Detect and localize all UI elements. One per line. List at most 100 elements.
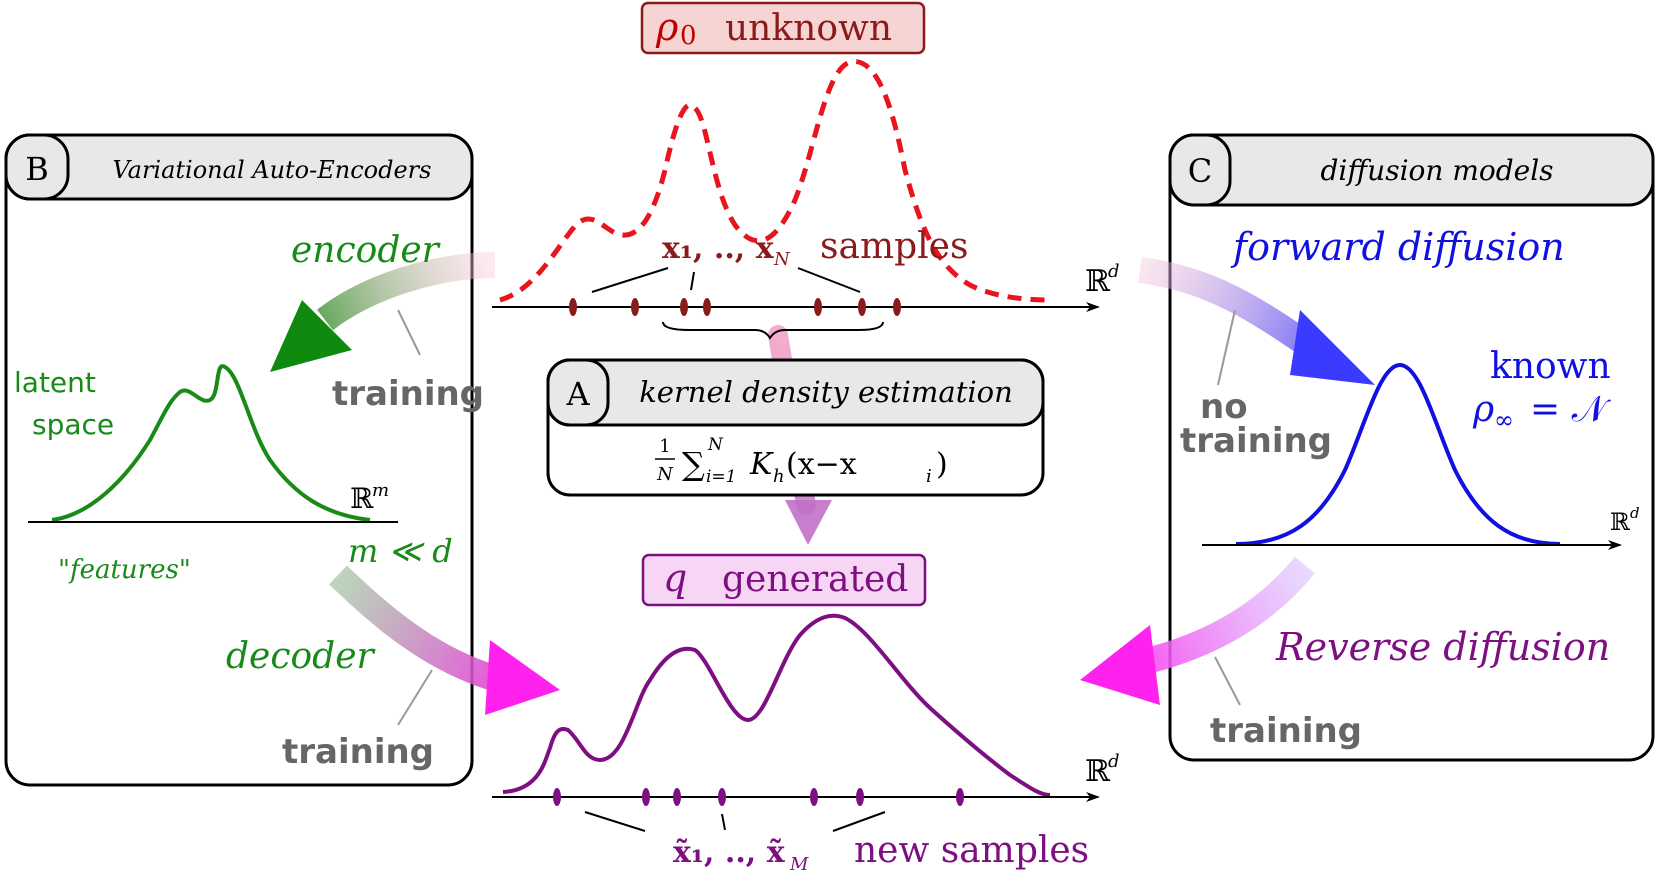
latent-axis-label: ℝ [350, 482, 374, 515]
reverse-training-pointer [1214, 656, 1241, 706]
panel-c: C diffusion models [1168, 133, 1655, 762]
formula-args-sub: i [926, 466, 932, 487]
panel-c-badge: C [1188, 152, 1212, 190]
gaussian-curve [1235, 362, 1561, 546]
q-label: q generated [641, 553, 927, 607]
panel-c-title: diffusion models [1320, 154, 1553, 187]
samples-label: x₁, .., x N samples [662, 226, 968, 270]
sample-tick [858, 298, 866, 316]
panel-b-title: Variational Auto-Encoders [113, 156, 432, 184]
gaussian-axis-label: ℝ [1610, 508, 1631, 536]
gaussian-axis-sup: d [1630, 504, 1640, 522]
q-symbol: q [663, 556, 687, 600]
samples-sub: N [773, 249, 791, 270]
panel-b: B Variational Auto-Encoders [4, 133, 474, 787]
forward-arrow-head [1290, 310, 1375, 385]
formula-frac-den: N [656, 464, 674, 485]
decoder-training-pointer [397, 669, 433, 726]
decoder-arrow-head [485, 640, 560, 715]
formula-args: (x−x [786, 447, 857, 482]
new-samples-label: x̃₁, .., x̃ M new samples [673, 830, 1089, 875]
new-samples-pointer-left [584, 811, 646, 832]
q-word: generated [722, 559, 908, 600]
encoder-arrow-head [270, 300, 352, 372]
rho0-word: unknown [725, 8, 892, 49]
new-sample-tick [810, 788, 818, 806]
decoder-arrow-shaft [329, 565, 504, 693]
samples-pointer-right [797, 267, 861, 293]
latent-line1: latent [14, 366, 96, 399]
samples-brace [662, 321, 884, 340]
formula-sum: ∑ [682, 445, 705, 483]
rho0-label: ρ 0 unknown [640, 1, 926, 55]
top-axis-sup: d [1108, 261, 1120, 282]
features-label: "features" [58, 555, 191, 585]
q-label-box [641, 553, 927, 607]
rho0-sub: 0 [680, 21, 697, 51]
reverse-arrow-shaft [1127, 556, 1316, 678]
samples-pointer-mid [690, 271, 695, 291]
rho0-density-curve [499, 59, 1051, 303]
rho0-symbol: ρ [655, 5, 679, 49]
new-samples-pointer-right [832, 811, 886, 832]
formula-kernel: K [749, 447, 774, 482]
decoder-label: decoder [226, 636, 376, 677]
panel-b-badge: B [25, 150, 49, 188]
reverse-arrow-head [1080, 625, 1160, 705]
formula-sum-sup: N [707, 435, 724, 455]
new-sample-tick [956, 788, 964, 806]
formula-frac-num: 1 [659, 436, 670, 457]
panel-c-badge-box [1168, 133, 1232, 207]
formula-sum-sub: i=1 [706, 467, 737, 487]
formula-close: ) [936, 447, 948, 482]
latent-line2: space [32, 408, 114, 441]
new-samples-pointer-mid [721, 813, 726, 831]
sample-tick [680, 298, 688, 316]
sample-tick [814, 298, 822, 316]
kde-formula: 1 N ∑ N i=1 K h (x−x i ) [655, 435, 948, 487]
latent-axis-sup: m [372, 480, 389, 501]
new-samples-sub: M [789, 854, 809, 875]
top-axis-label: ℝ [1085, 264, 1111, 299]
encoder-training-pointer [397, 309, 421, 356]
new-sample-tick [856, 788, 864, 806]
top-samples [569, 298, 901, 316]
rho-inf-eq: = 𝒩 [1530, 389, 1612, 430]
kde-flow-arrow-head [785, 500, 832, 545]
known-label: known [1490, 346, 1611, 387]
panel-a-title: kernel density estimation [639, 375, 1013, 409]
rho-inf-sub: ∞ [1494, 406, 1514, 434]
latent-density-curve [51, 364, 371, 522]
no-training-line1: no [1200, 387, 1248, 427]
forward-label: forward diffusion [1230, 225, 1565, 269]
rho0-label-box [640, 1, 926, 55]
no-training-line2: training [1180, 421, 1332, 461]
formula-kernel-sub: h [773, 466, 785, 487]
samples-word: samples [820, 226, 968, 267]
samples-math: x₁, .., x [662, 231, 775, 266]
sample-tick [703, 298, 711, 316]
samples-pointer-left [591, 267, 669, 293]
encoder-training-label: training [332, 374, 484, 414]
reverse-training-label: training [1210, 711, 1362, 751]
generated-density-curve [502, 613, 1051, 797]
rho-inf-symbol: ρ [1472, 389, 1494, 430]
encoder-label: encoder [291, 230, 441, 271]
decoder-training-label: training [282, 732, 434, 772]
bottom-samples [553, 788, 964, 806]
panel-a-badge: A [565, 375, 590, 413]
new-samples-word: new samples [854, 830, 1089, 871]
panel-a-badge-box [546, 358, 610, 427]
new-sample-tick [718, 788, 726, 806]
panel-b-badge-box [4, 133, 70, 201]
reverse-label: Reverse diffusion [1275, 625, 1610, 669]
dim-relation: m ≪ d [348, 532, 453, 570]
forward-no-training-pointer [1217, 309, 1236, 386]
sample-tick [631, 298, 639, 316]
new-sample-tick [673, 788, 681, 806]
sample-tick [893, 298, 901, 316]
bottom-axis-sup: d [1108, 751, 1120, 772]
new-sample-tick [553, 788, 561, 806]
